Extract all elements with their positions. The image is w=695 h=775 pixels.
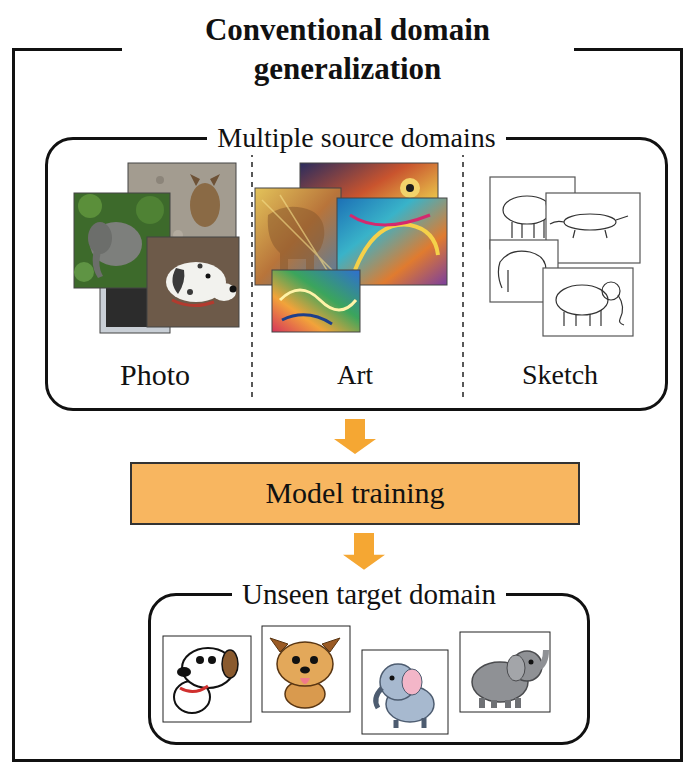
domain-divider: [251, 152, 253, 402]
photo-stack: [136, 196, 164, 224]
art-stack: [280, 290, 356, 310]
sketch-stack: [498, 251, 546, 292]
target-images: [277, 642, 333, 686]
photo-stack: [172, 300, 214, 306]
target-group: Unseen target domain: [148, 593, 590, 745]
art-stack: [272, 270, 360, 332]
target-images: [300, 667, 310, 674]
sketch-stack: [550, 216, 628, 238]
target-images: [460, 632, 550, 712]
target-images: [390, 676, 395, 681]
target-images: [362, 650, 448, 734]
group-heading: Unseen target domain: [232, 578, 506, 611]
art-stack: [262, 195, 332, 275]
target-images: [208, 656, 216, 664]
photo-stack: [190, 174, 220, 186]
photo-stack: [230, 286, 237, 293]
target-images: [300, 678, 310, 684]
photo-stack: [190, 183, 220, 227]
art-stack: [400, 178, 420, 198]
photo-stack: [172, 268, 184, 294]
sketch-stack: [564, 295, 624, 326]
art-stack: [350, 215, 430, 225]
target-images: [507, 655, 525, 681]
sketch-stack: [556, 285, 608, 315]
photo-stack: [74, 262, 94, 282]
photo-stack: [147, 237, 239, 327]
sketch-stack: [602, 282, 620, 300]
target-images: [180, 686, 208, 692]
domain-divider: [462, 152, 464, 402]
target-images: [196, 656, 204, 664]
photo-stack: [187, 289, 193, 295]
target-images: [402, 669, 422, 695]
target-images: [482, 698, 518, 708]
photo-stack: [93, 250, 103, 278]
target-images: [529, 660, 534, 665]
domain-label: Sketch: [522, 359, 598, 391]
art-stack: [282, 315, 332, 324]
target-images: [262, 626, 350, 712]
art-stack: [406, 184, 414, 192]
target-images: [310, 656, 318, 664]
sketch-stack: [490, 177, 640, 336]
box-label: Model training: [265, 476, 444, 511]
sketch-stack: [543, 268, 633, 336]
flow-arrow: [343, 533, 385, 570]
art-stack: [268, 207, 325, 273]
flow-arrow: [334, 419, 376, 454]
target-images: [376, 688, 382, 708]
sketch-stack: [503, 196, 551, 224]
target-images: [292, 656, 300, 664]
process-box: Model training: [130, 462, 580, 525]
photo-stack: [88, 222, 112, 254]
domain-divider: [252, 152, 463, 402]
photo-stack: [78, 194, 102, 218]
outer-frame: Multiple source domainsModel trainingUns…: [12, 48, 683, 762]
domain-label: Art: [337, 360, 373, 391]
domain-label: Photo: [120, 358, 190, 392]
photo-stack: [74, 163, 239, 333]
photo-stack: [206, 274, 211, 279]
target-images: [396, 718, 424, 728]
target-images: [538, 650, 546, 668]
target-images: [270, 638, 340, 652]
group-heading: Conventional domain generalization: [122, 11, 574, 89]
sketch-stack: [564, 214, 616, 230]
target-images: [177, 667, 191, 677]
photo-stack: [212, 283, 236, 301]
group-heading: Multiple source domains: [207, 122, 505, 154]
art-stack: [355, 225, 438, 270]
photo-stack: [156, 176, 164, 184]
target-images: [163, 636, 251, 722]
target-images: [163, 626, 550, 734]
photo-stack: [198, 264, 203, 269]
sketch-stack: [546, 193, 640, 263]
target-images: [222, 650, 238, 678]
art-stack: [255, 163, 447, 332]
